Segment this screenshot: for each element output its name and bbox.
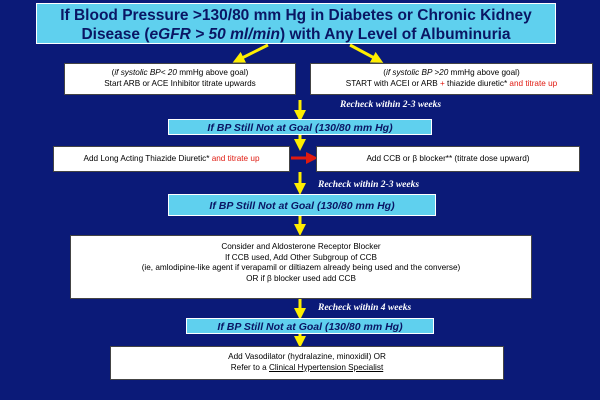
final-line-1: Add Vasodilator (hydralazine, minoxidil)… <box>228 352 386 361</box>
title-box: If Blood Pressure >130/80 mm Hg in Diabe… <box>36 3 556 44</box>
left-start-action: Start ARB or ACE Inhibitor titrate upwar… <box>104 78 256 88</box>
aldo-line-4: OR if β blocker used add CCB <box>246 273 356 283</box>
aldo-line-1: Consider and Aldosterone Receptor Blocke… <box>221 242 381 251</box>
add-ccb-beta-blocker-box: Add CCB or β blocker** (titrate dose upw… <box>316 146 580 172</box>
title-line-2: Disease (eGFR > 50 ml/min) with Any Leve… <box>81 26 511 43</box>
add-thiazide-box: Add Long Acting Thiazide Diuretic* and t… <box>53 146 290 172</box>
start-arb-ace-box: (if systolic BP< 20 mmHg above goal) Sta… <box>64 63 296 95</box>
aldosterone-ccb-box: Consider and Aldosterone Receptor Blocke… <box>70 235 532 299</box>
aldo-line-3: (ie, amlodipine-like agent if verapamil … <box>141 263 461 272</box>
arrow-title-to-right <box>349 43 384 63</box>
goal-check-box-2: If BP Still Not at Goal (130/80 mm Hg) <box>168 194 436 216</box>
aldo-line-2: If CCB used, Add Other Subgroup of CCB <box>224 252 377 262</box>
egfr-text: eGFR > 50 ml/min <box>149 26 281 43</box>
arrow-title-to-left <box>232 43 269 63</box>
recheck-label-3: Recheck within 4 weeks <box>318 303 412 313</box>
title-line-1: If Blood Pressure >130/80 mm Hg in Diabe… <box>60 7 532 24</box>
goal-check-box-1: If BP Still Not at Goal (130/80 mm Hg) <box>168 119 432 135</box>
specialist-link: Clinical Hypertension Specialist <box>269 362 384 372</box>
final-line-2: Refer to a Clinical Hypertension Special… <box>230 362 384 372</box>
recheck-label-1: Recheck within 2-3 weeks <box>340 100 442 110</box>
vasodilator-referral-box: Add Vasodilator (hydralazine, minoxidil)… <box>110 346 504 380</box>
recheck-label-2: Recheck within 2-3 weeks <box>318 180 420 190</box>
left-start-condition: (if systolic BP< 20 mmHg above goal) <box>111 68 249 77</box>
start-acei-arb-thiazide-box: (if systolic BP >20 mmHg above goal) STA… <box>310 63 593 95</box>
right-start-condition: (if systolic BP >20 mmHg above goal) <box>383 68 520 77</box>
goal-check-box-3: If BP Still Not at Goal (130/80 mm Hg) <box>186 318 434 334</box>
right-start-action: START with ACEI or ARB + thiazide diuret… <box>345 78 558 88</box>
